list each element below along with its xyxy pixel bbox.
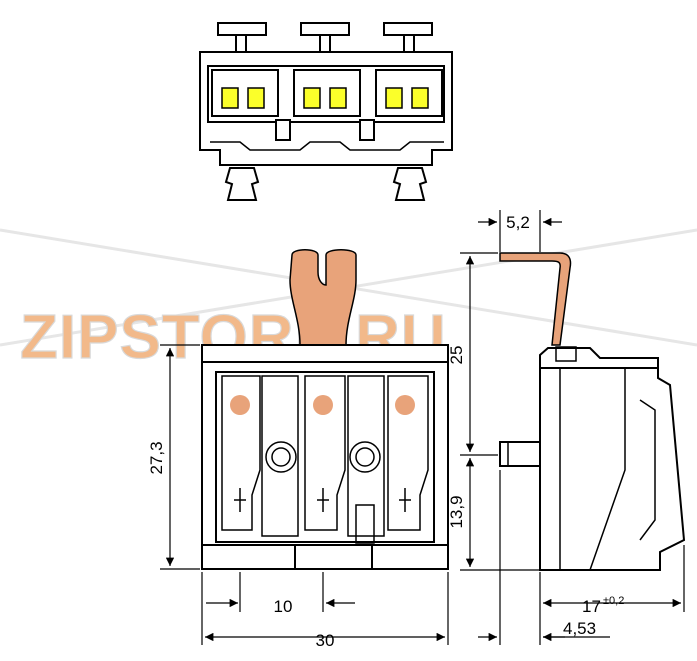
dim-height-front: 27,3 xyxy=(147,441,166,474)
dim-height-lower: 13,9 xyxy=(447,495,466,528)
dimension-lines xyxy=(160,210,685,645)
top-view xyxy=(199,22,453,201)
release-lever xyxy=(289,249,357,346)
side-lever xyxy=(499,252,572,346)
dim-width-total: 30 xyxy=(316,631,335,650)
dim-depth: 17 xyxy=(582,597,601,616)
front-view xyxy=(201,249,449,570)
watermark-text: ZIPSTORE.RU xyxy=(20,303,447,372)
dim-lever-offset: 5,2 xyxy=(506,213,530,232)
dim-pitch: 10 xyxy=(274,597,293,616)
side-view xyxy=(499,252,686,571)
dimension-labels: 27,3 10 30 25 13,9 5,2 17 ±0,2 4,53 xyxy=(147,213,624,650)
dim-height-lever: 25 xyxy=(447,346,466,365)
dim-depth-tolerance: ±0,2 xyxy=(603,595,624,607)
dim-depth-sub: 4,53 xyxy=(563,619,596,638)
watermark: ZIPSTORE.RU xyxy=(0,228,697,373)
